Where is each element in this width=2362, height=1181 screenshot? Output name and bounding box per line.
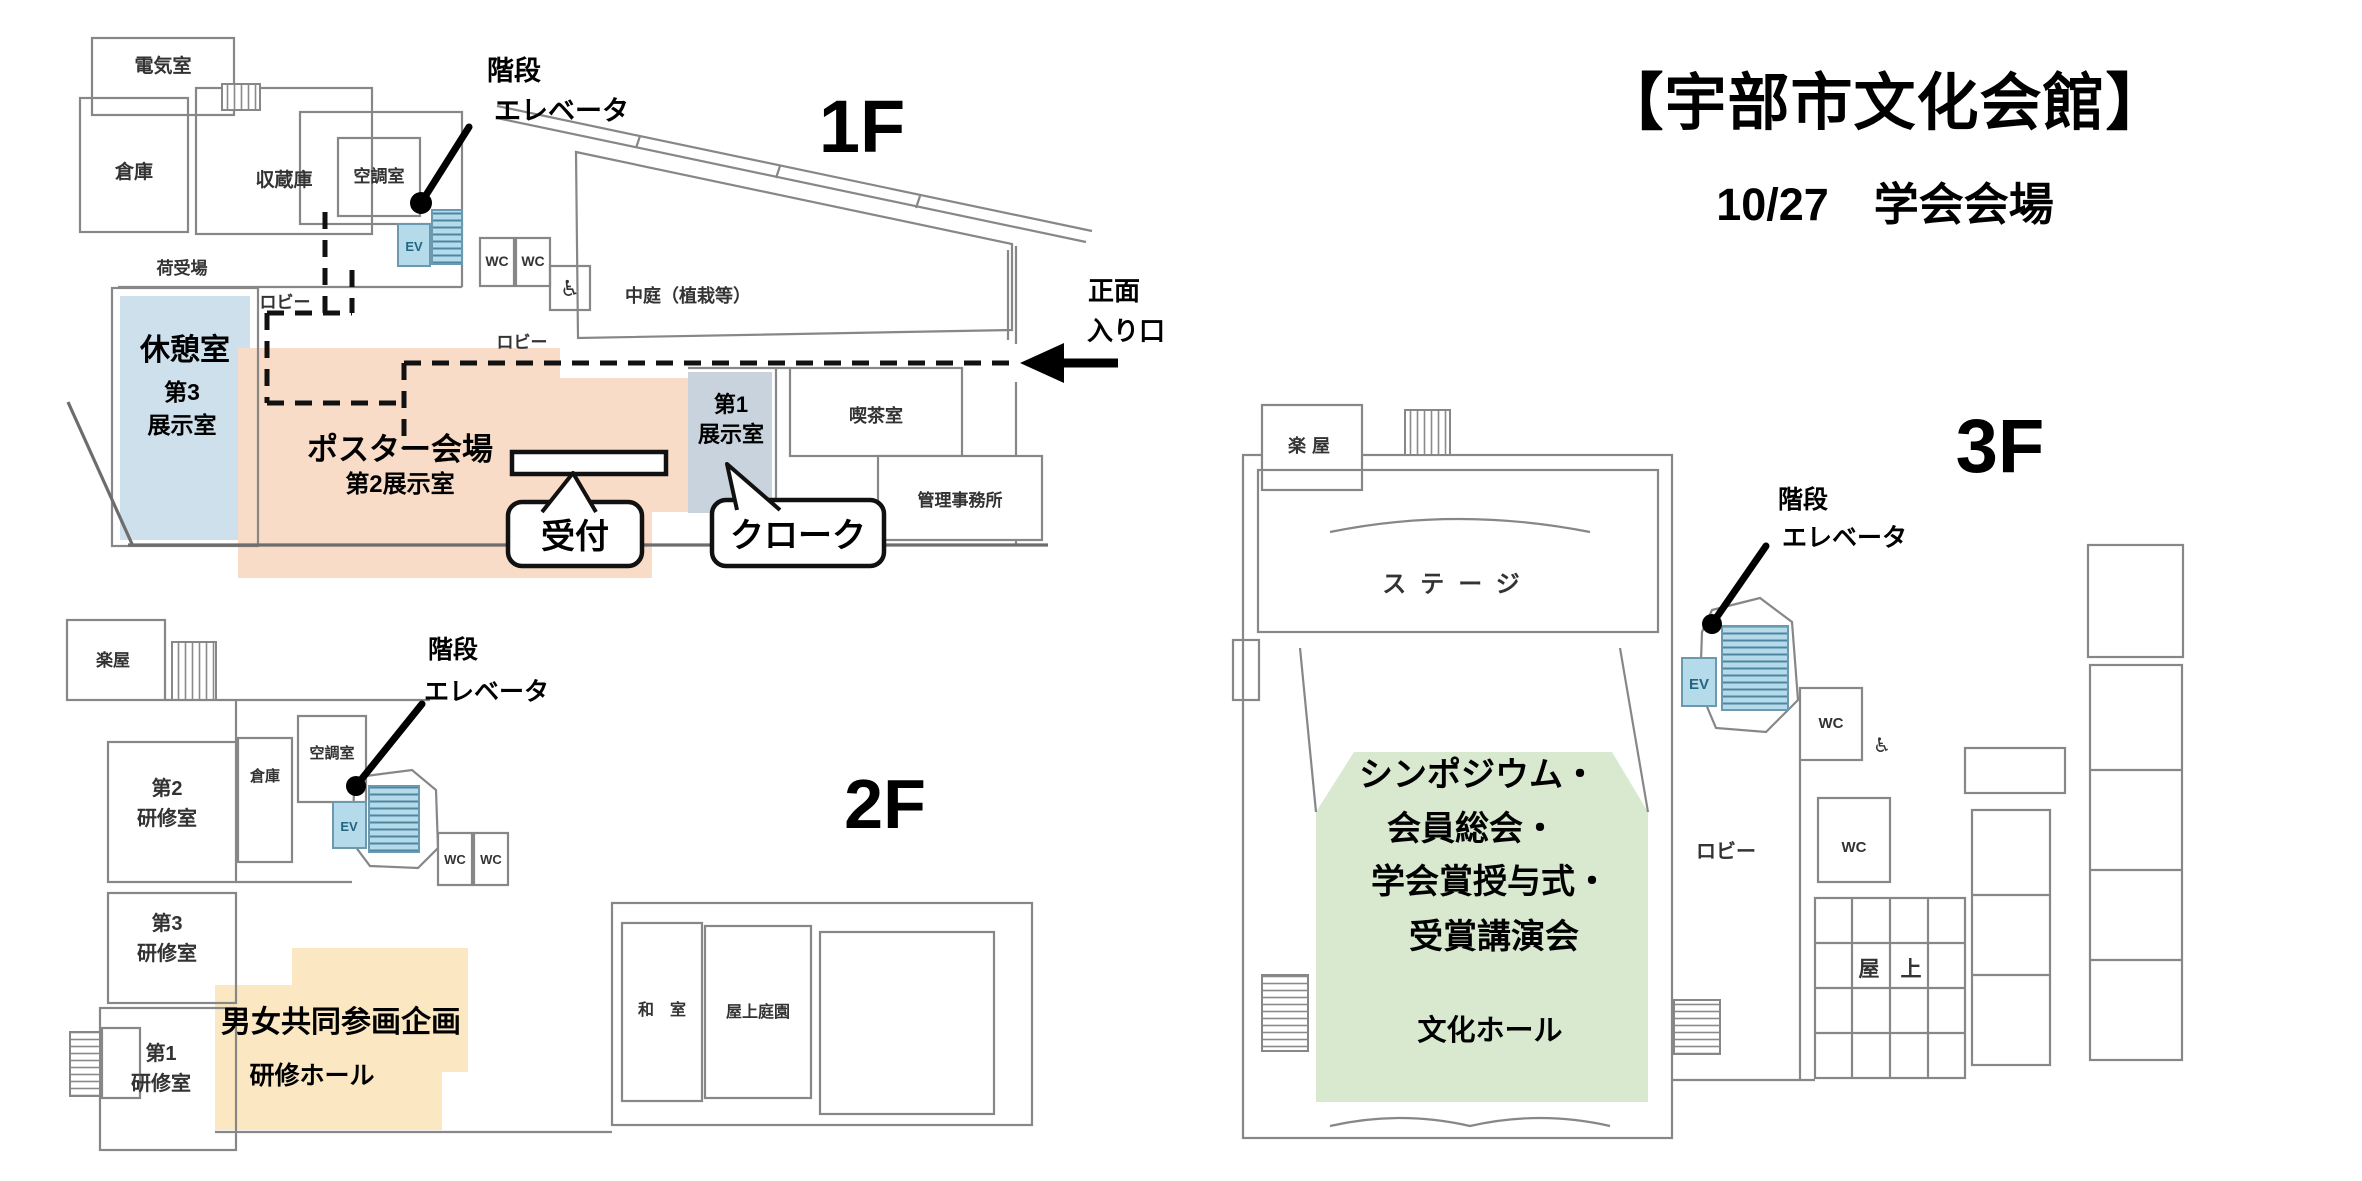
- elevator-label-2f: EV: [340, 819, 358, 834]
- zone-hall-title-2f: 男女共同参画企画: [221, 1005, 461, 1039]
- walls-2f: [65, 618, 1034, 1152]
- stairs-note-3f-line1: 階段: [1778, 485, 1828, 514]
- room-gakuya-2f: 楽屋: [96, 650, 130, 670]
- floor-plan-1f: EV 階段 エレベータ 電気室 倉庫 収蔵庫 空調室 荷受場 ロビー ロビー W…: [66, 36, 1165, 578]
- room-training3-line2: 研修室: [137, 941, 197, 965]
- room-warehouse-2f: 倉庫: [249, 767, 280, 785]
- room-hvac-1f: 空調室: [354, 166, 405, 186]
- floor-label-3f: 3F: [1956, 404, 2045, 489]
- walls-3f: [1231, 403, 2185, 1140]
- elevator-label-3f: EV: [1689, 676, 1709, 693]
- room-training1-line1: 第1: [145, 1041, 176, 1065]
- room-electrical-1f: 電気室: [134, 54, 191, 77]
- zone-hall-line4-3f: 受賞講演会: [1409, 917, 1579, 956]
- stairs-top-1f: [221, 83, 261, 111]
- stairs-callout-line-3f: [1708, 542, 1770, 628]
- room-gakuya-3f: 楽屋: [1288, 435, 1336, 456]
- entrance-note-line2: 入り口: [1087, 316, 1165, 346]
- rest-room-zone-1f: [120, 296, 250, 540]
- elevator-2f: [332, 801, 367, 849]
- entrance-note-line1: 正面: [1088, 276, 1140, 306]
- zone-hall-line3-3f: 学会賞授与式・: [1371, 862, 1609, 901]
- room-office-1f: 管理事務所: [918, 490, 1003, 510]
- floor-plan-2f: EV 階段 エレベータ 楽屋 倉庫 空調室 第2 研修室 第3 研修室 第1 研…: [65, 618, 1034, 1152]
- cloak-callout-label: クローク: [730, 517, 866, 555]
- walls-1f: [66, 36, 1093, 548]
- room-warehouse-1f: 倉庫: [114, 160, 153, 183]
- room-roofgarden-2f: 屋上庭園: [726, 1002, 790, 1021]
- room-training1-line2: 研修室: [131, 1071, 191, 1095]
- route-dashed-1f: [264, 212, 1014, 449]
- cloak-callout-1f: [709, 497, 887, 569]
- room-lobby2-1f: ロビー: [497, 333, 548, 352]
- stairs-callout-line-2f: [352, 700, 426, 790]
- zone-hall-line2-3f: 会員総会・: [1387, 810, 1557, 848]
- room-wc2-1f: WC: [521, 253, 544, 269]
- room-training2-line2: 研修室: [137, 806, 197, 830]
- zone-poster-sub-1f: 第2展示室: [345, 470, 454, 498]
- room-lobby-3f: ロビー: [1696, 840, 1756, 863]
- room-wc1-3f: WC: [1819, 715, 1844, 732]
- wheelchair-icon-3f: ♿: [1873, 735, 1891, 757]
- stairs-3f: [1721, 625, 1789, 711]
- culture-hall-zone-3f: [1316, 752, 1648, 1102]
- zone-rest-line2-1f: 展示室: [148, 412, 217, 438]
- room-stage-3f: ステージ: [1382, 571, 1534, 598]
- stairs-note-3f-line2: エレベータ: [1782, 524, 1907, 552]
- stairs-note-2f-line1: 階段: [428, 635, 478, 664]
- reception-callout-label: 受付: [541, 518, 609, 556]
- stairs-note-1f-line2: エレベータ: [494, 96, 629, 126]
- zone-exhibit1-line2-1f: 展示室: [698, 422, 764, 447]
- zone-hall-line1-3f: シンポジウム・: [1359, 755, 1597, 794]
- room-cafe-1f: 喫茶室: [849, 405, 903, 426]
- elevator-3f: [1681, 657, 1717, 707]
- room-courtyard-1f: 中庭（植栽等）: [625, 285, 751, 306]
- zone-rest-title-1f: 休憩室: [139, 333, 230, 367]
- page-title: 【宇部市文化会館】 10/27 学会会場: [1490, 52, 2280, 233]
- room-hvac-2f: 空調室: [309, 744, 354, 762]
- room-lobby1-1f: ロビー: [260, 293, 311, 312]
- room-rooftop-3f: 屋 上: [1859, 958, 1922, 981]
- elevator-label-1f: EV: [405, 239, 423, 254]
- stairs-callout-line-1f: [417, 123, 473, 207]
- training-hall-zone-2f: [215, 948, 468, 1130]
- venue-title: 【宇部市文化会館】: [1601, 69, 2169, 138]
- room-washitsu-2f: 和 室: [638, 1000, 686, 1019]
- room-repository-1f: 収蔵庫: [255, 168, 312, 191]
- cloak-callout-tail-1f: [725, 462, 782, 512]
- reception-desk-1f: [509, 449, 669, 477]
- entrance-arrow-1f: [1020, 343, 1118, 383]
- room-training3-line1: 第3: [151, 911, 182, 935]
- floor-plan-3f: EV 階段 エレベータ 楽屋 ステージ ロビー WC ♿ WC 屋 上 シンポジ…: [1231, 403, 2185, 1140]
- zone-hall-sub-2f: 研修ホール: [249, 1061, 374, 1090]
- room-wc1-1f: WC: [485, 253, 508, 269]
- floor-label-1f: 1F: [819, 85, 905, 168]
- zone-exhibit1-line1-1f: 第1: [714, 392, 748, 417]
- venue-subtitle: 10/27 学会会場: [1716, 179, 2054, 230]
- wheelchair-icon-1f: ♿: [560, 276, 580, 301]
- zone-poster-title-1f: ポスター会場: [307, 432, 493, 467]
- stairs-2f: [368, 785, 420, 853]
- room-wc1-2f: WC: [444, 852, 466, 867]
- elevator-1f: [397, 223, 431, 267]
- floor-label-2f: 2F: [844, 765, 926, 843]
- stairs-1f: [431, 209, 463, 265]
- room-training2-line1: 第2: [151, 776, 182, 800]
- stairs-note-1f-line1: 階段: [487, 56, 541, 86]
- stairs-note-2f-line2: エレベータ: [424, 678, 549, 706]
- room-loading-1f: 荷受場: [157, 258, 208, 278]
- zone-rest-line1-1f: 第3: [164, 379, 200, 405]
- room-wc2-2f: WC: [480, 852, 502, 867]
- room-wc2-3f: WC: [1842, 839, 1867, 856]
- zone-hall-name-3f: 文化ホール: [1417, 1013, 1562, 1047]
- reception-callout-tail-1f: [540, 471, 598, 514]
